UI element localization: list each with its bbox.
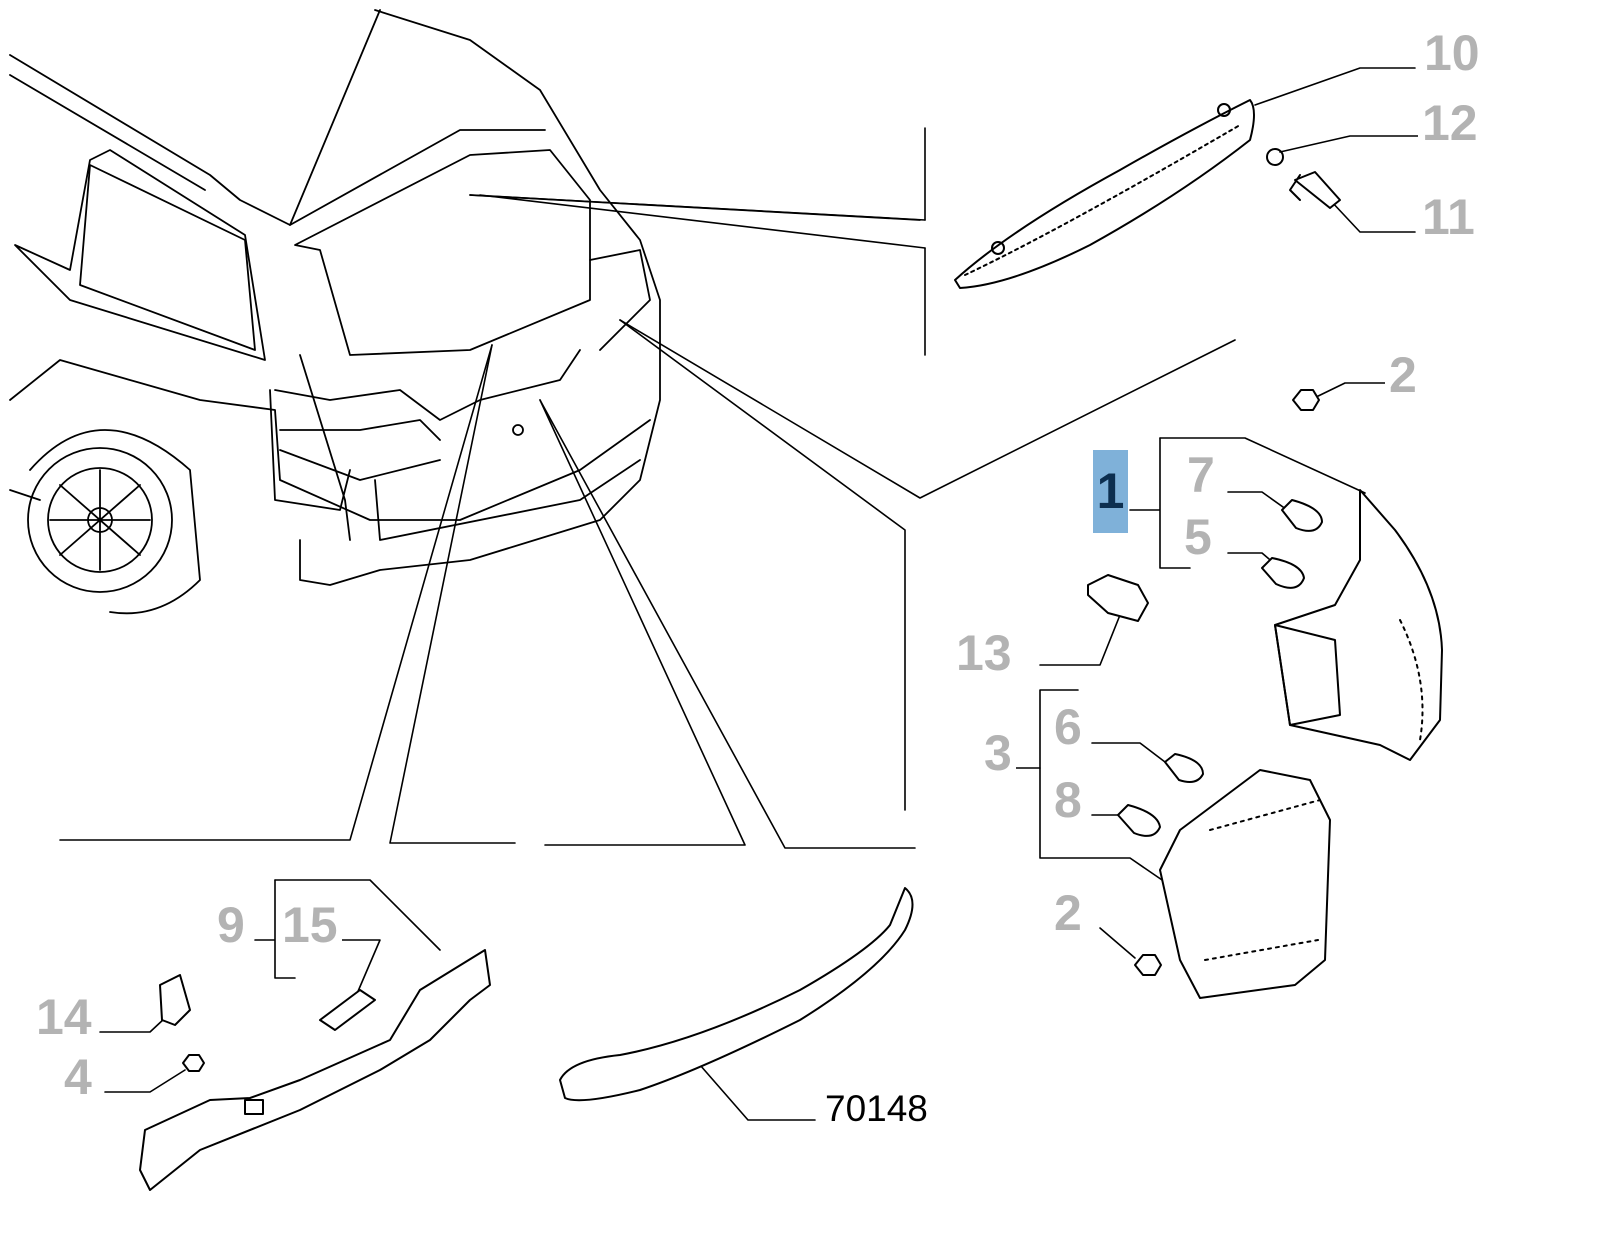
callout-13: 13 bbox=[952, 628, 1016, 678]
part-high-mount-stop-lamp bbox=[954, 99, 1255, 289]
callout-7: 7 bbox=[1183, 450, 1219, 500]
part-nut-bottom bbox=[1134, 954, 1162, 976]
part-outer-tail-lamp bbox=[1274, 489, 1443, 761]
callout-11: 11 bbox=[1418, 192, 1479, 242]
callout-4: 4 bbox=[60, 1052, 96, 1102]
part-screw bbox=[1289, 171, 1341, 209]
part-washer bbox=[1266, 148, 1284, 166]
part-inner-tail-lamp bbox=[1159, 769, 1331, 999]
callout-10: 10 bbox=[1420, 28, 1484, 78]
part-nut-top bbox=[1292, 389, 1320, 411]
car-rear-illustration bbox=[9, 9, 921, 615]
callout-6: 6 bbox=[1050, 702, 1086, 752]
callout-12: 12 bbox=[1418, 98, 1482, 148]
callout-9: 9 bbox=[213, 900, 249, 950]
callout-14: 14 bbox=[32, 992, 96, 1042]
bulb-15 bbox=[319, 989, 376, 1031]
callout-1-highlighted[interactable]: 1 bbox=[1093, 450, 1128, 533]
callout-2-bottom: 2 bbox=[1050, 888, 1086, 938]
diagram-reference-number: 70148 bbox=[825, 1088, 928, 1129]
callout-8: 8 bbox=[1050, 775, 1086, 825]
callout-5: 5 bbox=[1180, 512, 1216, 562]
bulb-7 bbox=[1281, 499, 1323, 532]
part-nut-4 bbox=[182, 1054, 205, 1072]
part-plate-light-bar bbox=[139, 949, 491, 1191]
callout-15: 15 bbox=[278, 900, 342, 950]
bulb-6 bbox=[1164, 753, 1204, 783]
callout-2-top: 2 bbox=[1385, 350, 1421, 400]
part-tailgate-trim bbox=[559, 887, 914, 1102]
bulb-8 bbox=[1117, 804, 1161, 837]
part-grommet-13 bbox=[1087, 574, 1149, 622]
bulb-5 bbox=[1261, 557, 1305, 589]
part-clip-14 bbox=[159, 974, 191, 1026]
callout-3: 3 bbox=[980, 728, 1016, 778]
